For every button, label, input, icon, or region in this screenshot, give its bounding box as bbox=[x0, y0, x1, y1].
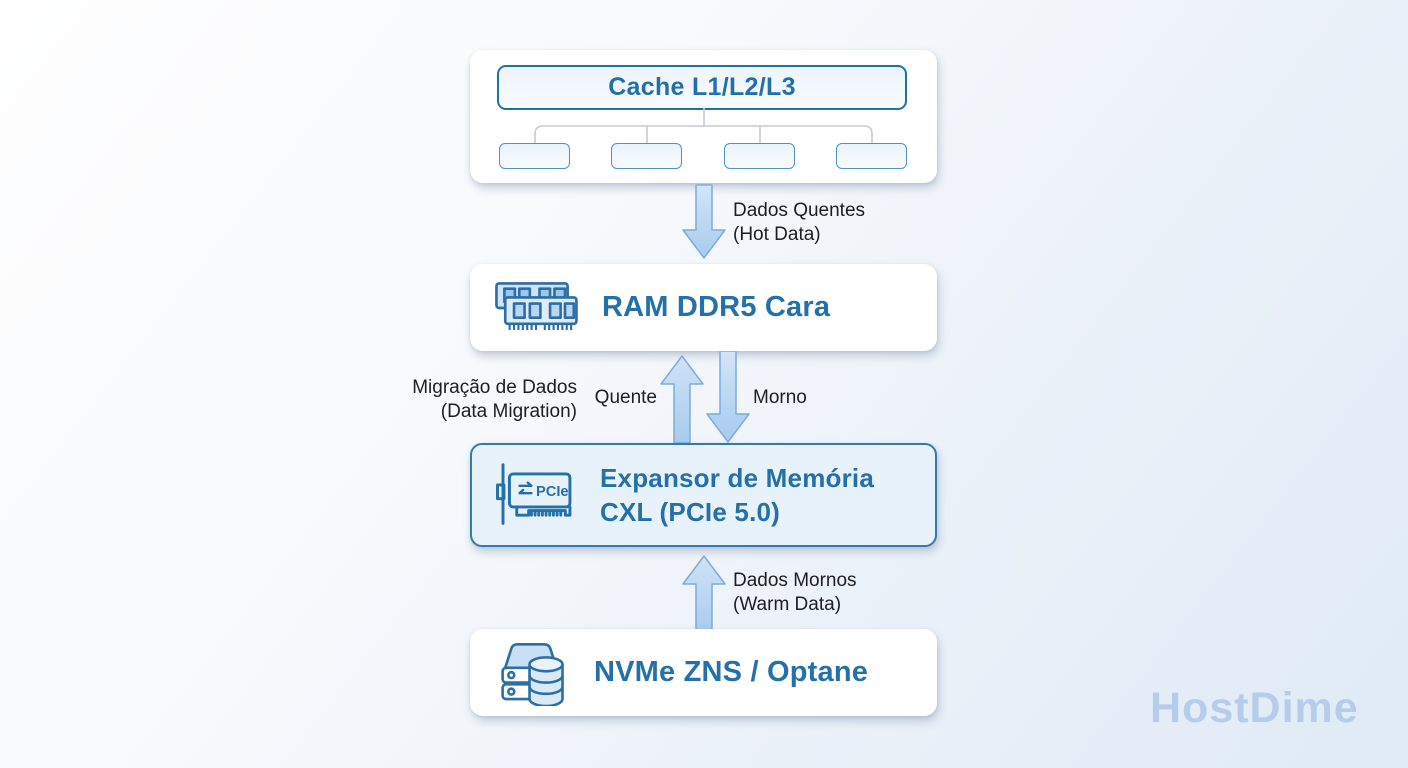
cxl-node-card: PCIe Expansor de Memória CXL (PCIe 5.0) bbox=[470, 443, 937, 547]
hot-data-label: Dados Quentes (Hot Data) bbox=[733, 199, 865, 247]
hot-data-label-line1: Dados Quentes bbox=[733, 200, 866, 221]
hot-data-label-line2: (Hot Data) bbox=[733, 224, 821, 245]
cxl-node-title-line2: CXL (PCIe 5.0) bbox=[600, 497, 781, 527]
data-migration-label: Migração de Dados (Data Migration) bbox=[372, 376, 577, 424]
nvme-node-title: NVMe ZNS / Optane bbox=[594, 656, 869, 688]
down-arrow-morno bbox=[706, 351, 750, 443]
morno-label: Morno bbox=[753, 387, 807, 408]
warm-data-label: Dados Mornos (Warm Data) bbox=[733, 569, 857, 617]
cache-tree-connector bbox=[534, 108, 873, 143]
storage-server-icon bbox=[501, 642, 564, 706]
data-migration-label-line2: (Data Migration) bbox=[440, 401, 577, 422]
ram-node-card: RAM DDR5 Cara bbox=[470, 264, 937, 351]
cxl-node-title: Expansor de Memória CXL (PCIe 5.0) bbox=[600, 461, 874, 529]
pcie-card-icon: PCIe bbox=[496, 463, 572, 525]
cache-child-box bbox=[724, 143, 795, 169]
cache-node-title: Cache L1/L2/L3 bbox=[608, 73, 796, 101]
ram-memory-icon bbox=[495, 281, 578, 330]
warm-data-label-line1: Dados Mornos bbox=[733, 570, 857, 591]
down-arrow-hot-data bbox=[682, 184, 726, 259]
up-arrow-warm-data bbox=[682, 555, 726, 631]
warm-data-label-line2: (Warm Data) bbox=[733, 594, 842, 615]
nvme-node-card: NVMe ZNS / Optane bbox=[470, 629, 937, 716]
cache-node-card: Cache L1/L2/L3 bbox=[470, 50, 937, 183]
hostdime-watermark: HostDime bbox=[1150, 684, 1359, 732]
cache-child-box bbox=[611, 143, 682, 169]
data-migration-label-line1: Migração de Dados bbox=[412, 377, 577, 398]
cache-child-box bbox=[499, 143, 570, 169]
cxl-node-title-line1: Expansor de Memória bbox=[600, 463, 874, 493]
ram-node-title: RAM DDR5 Cara bbox=[602, 291, 831, 323]
cache-node: Cache L1/L2/L3 bbox=[497, 65, 907, 110]
up-arrow-quente bbox=[660, 355, 704, 444]
cache-child-box bbox=[836, 143, 907, 169]
pcie-icon-label: PCIe bbox=[536, 484, 569, 500]
quente-label: Quente bbox=[594, 387, 657, 408]
